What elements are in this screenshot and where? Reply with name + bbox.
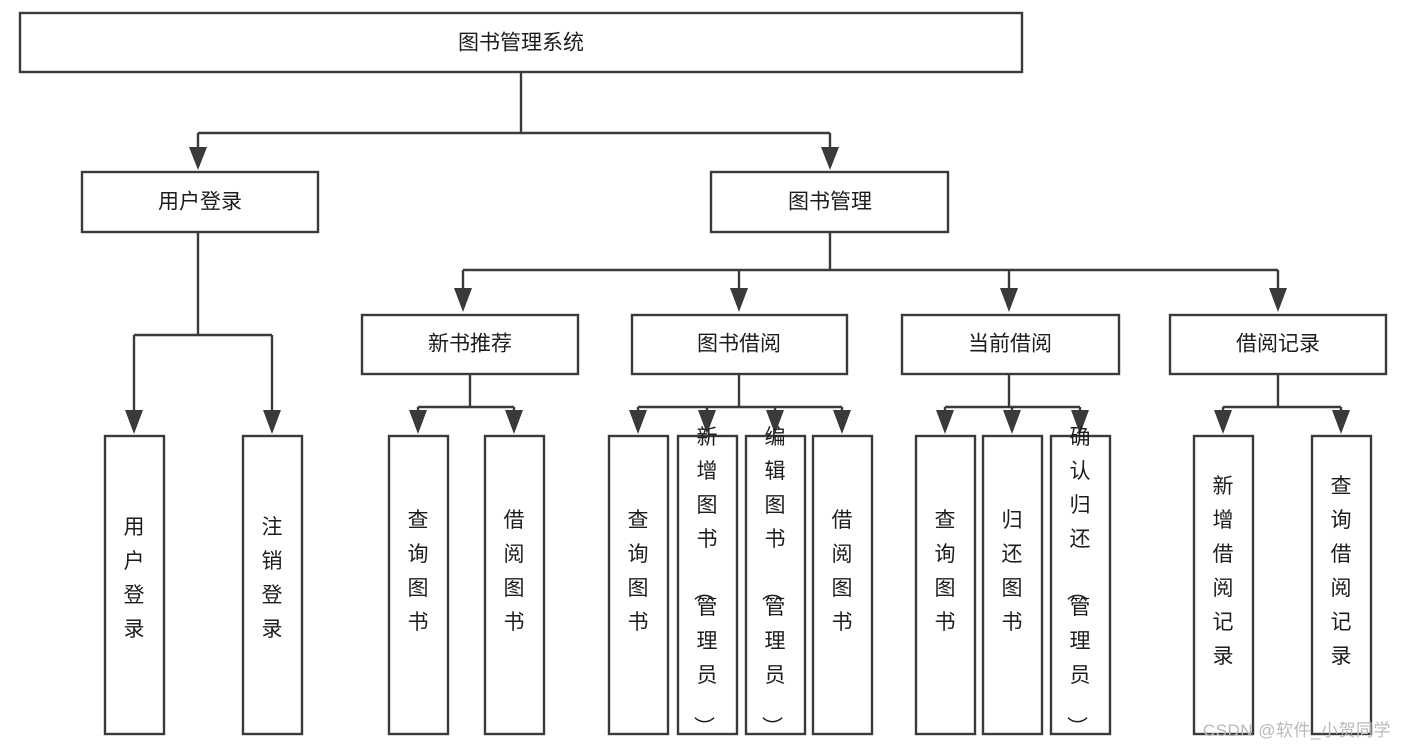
node-user-login-box[interactable] (80, 170, 320, 234)
node-leaf-edit-book-box[interactable] (744, 434, 807, 736)
node-leaf-user-login[interactable]: 用户登录 (103, 434, 166, 736)
arrowhead-leaf-return-book (1003, 410, 1021, 434)
node-user-login[interactable]: 用户登录 (80, 170, 320, 234)
node-leaf-query-book-1[interactable]: 查询图书 (387, 434, 450, 736)
node-leaf-return-book[interactable]: 归还图书 (981, 434, 1044, 736)
node-leaf-query-book-2[interactable]: 查询图书 (607, 434, 670, 736)
node-leaf-user-login-box[interactable] (103, 434, 166, 736)
arrowhead-book-manage (821, 147, 839, 170)
node-book-borrow[interactable]: 图书借阅 (630, 313, 849, 376)
node-leaf-borrow-book-1-label: 借阅图书 (504, 509, 525, 634)
node-leaf-query-book-3[interactable]: 查询图书 (914, 434, 977, 736)
arrowhead-leaf-borrow-book-2 (833, 410, 851, 434)
node-leaf-borrow-book-1-box[interactable] (483, 434, 546, 736)
node-leaf-query-record-box[interactable] (1310, 434, 1373, 736)
arrowhead-leaf-query-book-1 (409, 410, 427, 434)
node-leaf-query-record-label: 查询借阅记录 (1331, 475, 1352, 668)
node-leaf-query-book-1-label: 查询图书 (408, 509, 429, 634)
node-leaf-user-login-label: 用户登录 (124, 516, 145, 641)
arrowhead-leaf-query-record (1332, 410, 1350, 434)
node-leaf-add-record[interactable]: 新增借阅记录 (1192, 434, 1255, 736)
node-leaf-logout-login-box[interactable] (241, 434, 304, 736)
node-leaf-borrow-book-1[interactable]: 借阅图书 (483, 434, 546, 736)
arrowhead-leaf-borrow-book-1 (505, 410, 523, 434)
node-borrow-record-box[interactable] (1168, 313, 1388, 376)
node-current-borrow-box[interactable] (900, 313, 1121, 376)
node-user-login-label: 用户登录 (158, 191, 242, 214)
arrowhead-leaf-logout-login (263, 410, 281, 434)
node-leaf-query-book-3-label: 查询图书 (935, 509, 956, 634)
node-new-book-recommend-label: 新书推荐 (428, 333, 512, 356)
arrowhead-user-login (189, 147, 207, 170)
node-leaf-confirm-return-box[interactable] (1049, 434, 1112, 736)
arrowhead-leaf-query-book-2 (629, 410, 647, 434)
node-new-book-recommend-box[interactable] (360, 313, 580, 376)
node-current-borrow-label: 当前借阅 (968, 333, 1052, 356)
node-leaf-confirm-return-label: 确认归还（管理员） (1065, 426, 1091, 737)
node-borrow-record[interactable]: 借阅记录 (1168, 313, 1388, 376)
node-leaf-borrow-book-2-box[interactable] (811, 434, 874, 736)
node-book-manage-box[interactable] (709, 170, 950, 234)
arrowhead-leaf-edit-book (766, 410, 784, 434)
arrowhead-leaf-user-login (125, 410, 143, 434)
arrowhead-leaf-add-record (1214, 410, 1232, 434)
node-leaf-add-book-box[interactable] (676, 434, 739, 736)
arrowhead-book-borrow (730, 288, 748, 312)
node-leaf-query-book-3-box[interactable] (914, 434, 977, 736)
node-leaf-borrow-book-2-label: 借阅图书 (832, 509, 853, 634)
node-leaf-logout-login-label: 注销登录 (262, 516, 283, 641)
node-leaf-confirm-return[interactable]: 确认归还（管理员） (1049, 426, 1112, 737)
node-root-box[interactable] (18, 11, 1024, 74)
node-root[interactable]: 图书管理系统 (18, 11, 1024, 74)
node-leaf-return-book-box[interactable] (981, 434, 1044, 736)
node-leaf-edit-book-label: 编辑图书（管理员） (760, 426, 786, 737)
node-root-label: 图书管理系统 (458, 32, 584, 55)
node-leaf-logout-login[interactable]: 注销登录 (241, 434, 304, 736)
node-leaf-query-book-1-box[interactable] (387, 434, 450, 736)
leaf-layer: 用户登录 注销登录 查询图书 借阅图书 查询图书 新增图书（管理员） 编辑图书（… (103, 426, 1373, 737)
node-book-manage[interactable]: 图书管理 (709, 170, 950, 234)
node-book-borrow-label: 图书借阅 (697, 333, 781, 356)
arrowhead-current-borrow (1000, 288, 1018, 312)
node-leaf-borrow-book-2[interactable]: 借阅图书 (811, 434, 874, 736)
node-leaf-query-record[interactable]: 查询借阅记录 (1310, 434, 1373, 736)
node-leaf-add-record-box[interactable] (1192, 434, 1255, 736)
node-leaf-query-book-2-box[interactable] (607, 434, 670, 736)
node-leaf-add-record-label: 新增借阅记录 (1213, 475, 1234, 668)
connector-layer (125, 72, 1350, 434)
arrowhead-borrow-record (1269, 288, 1287, 312)
node-leaf-add-book[interactable]: 新增图书（管理员） (676, 426, 739, 737)
node-leaf-edit-book[interactable]: 编辑图书（管理员） (744, 426, 807, 737)
node-book-borrow-box[interactable] (630, 313, 849, 376)
arrowhead-leaf-confirm-return (1071, 410, 1089, 434)
arrowhead-new-book-recommend (454, 288, 472, 312)
node-leaf-return-book-label: 归还图书 (1002, 509, 1023, 634)
arrowhead-leaf-add-book (698, 410, 716, 434)
node-leaf-add-book-label: 新增图书（管理员） (692, 426, 718, 737)
node-book-manage-label: 图书管理 (788, 191, 872, 214)
node-leaf-query-book-2-label: 查询图书 (628, 509, 649, 634)
node-current-borrow[interactable]: 当前借阅 (900, 313, 1121, 376)
arrowhead-leaf-query-book-3 (936, 410, 954, 434)
node-new-book-recommend[interactable]: 新书推荐 (360, 313, 580, 376)
node-borrow-record-label: 借阅记录 (1236, 333, 1320, 356)
